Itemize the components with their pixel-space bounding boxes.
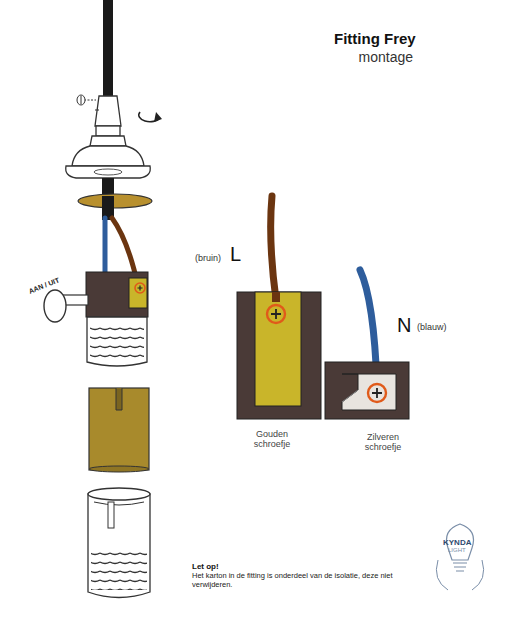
- logo-text: LIGHT: [448, 547, 466, 554]
- screw-label: Gouden schroefje: [246, 429, 298, 450]
- wire-colour: (bruin): [195, 253, 221, 263]
- note-heading: Let op!: [192, 562, 219, 571]
- terminal-letter: N: [397, 314, 411, 337]
- logo-text: KYNDA: [443, 538, 471, 547]
- subtitle: montage: [359, 49, 413, 65]
- diagram-title: Fitting Frey: [334, 30, 416, 47]
- terminal-letter: L: [230, 243, 241, 266]
- screw-label: Zilveren schroefje: [353, 432, 413, 453]
- wire-colour: (blauw): [417, 322, 447, 332]
- note-text: Het karton in de fitting is onderdeel va…: [192, 572, 428, 589]
